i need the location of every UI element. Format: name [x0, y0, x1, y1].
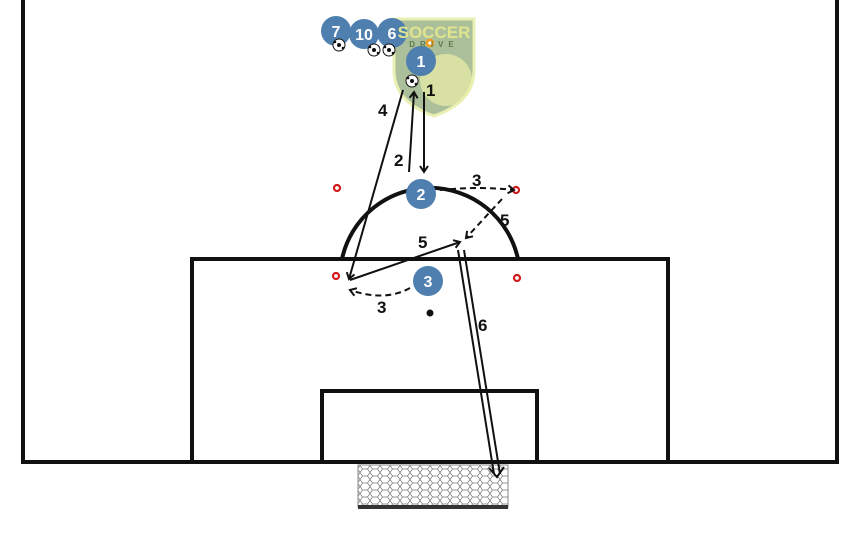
arrow-4 [345, 89, 404, 281]
logo-text-2: DRIVE [409, 40, 458, 49]
arrow-5-dash [464, 198, 503, 240]
players: 7 10 6 1 2 3 [321, 16, 443, 296]
label-3-top: 3 [472, 171, 481, 190]
player-10: 10 [349, 19, 379, 49]
arrow-labels: 1 2 4 3 5 5 3 6 [377, 81, 509, 335]
goal [357, 464, 509, 509]
arrow-5-pass [349, 239, 462, 281]
label-5-pass: 5 [418, 233, 427, 252]
soccer-ball-icon [405, 74, 419, 88]
goal-net [357, 464, 509, 508]
label-1: 1 [426, 81, 435, 100]
player-6: 6 [377, 18, 407, 48]
arrow-2 [408, 90, 419, 173]
goal-bar [358, 505, 508, 509]
arrow-6-shot-a [457, 249, 495, 475]
label-3-bottom: 3 [377, 298, 386, 317]
player-number: 6 [388, 26, 397, 43]
soccer-ball-icon [332, 38, 346, 52]
player-number: 2 [417, 187, 426, 204]
player-number: 1 [417, 54, 426, 71]
player-number: 7 [332, 24, 341, 41]
logo-text-1: SOCCER [398, 23, 471, 42]
movement-arrows [345, 89, 516, 479]
label-5-dash: 5 [500, 211, 509, 230]
penalty-spot [426, 309, 434, 317]
player-number: 3 [424, 274, 433, 291]
player-number: 10 [355, 27, 373, 44]
label-2: 2 [394, 151, 403, 170]
soccer-ball-icon [382, 43, 396, 57]
player-3: 3 [413, 266, 443, 296]
balls [332, 38, 419, 88]
logo-text: SOCCER DRIVE [398, 23, 471, 49]
arrow-3-bottom [348, 287, 411, 297]
player-1: 1 [406, 46, 436, 76]
player-2: 2 [406, 179, 436, 209]
label-4: 4 [378, 101, 388, 120]
label-6: 6 [478, 316, 487, 335]
pitch-lines [21, 0, 839, 464]
player-7: 7 [321, 16, 351, 46]
arrow-6-head [488, 466, 505, 479]
cone [332, 183, 342, 193]
cone [512, 273, 522, 283]
arrow-6-shot-b [463, 249, 501, 475]
soccer-ball-icon [367, 43, 381, 57]
cone [331, 271, 341, 281]
goal-box [320, 389, 539, 464]
ball-marker [425, 38, 435, 48]
